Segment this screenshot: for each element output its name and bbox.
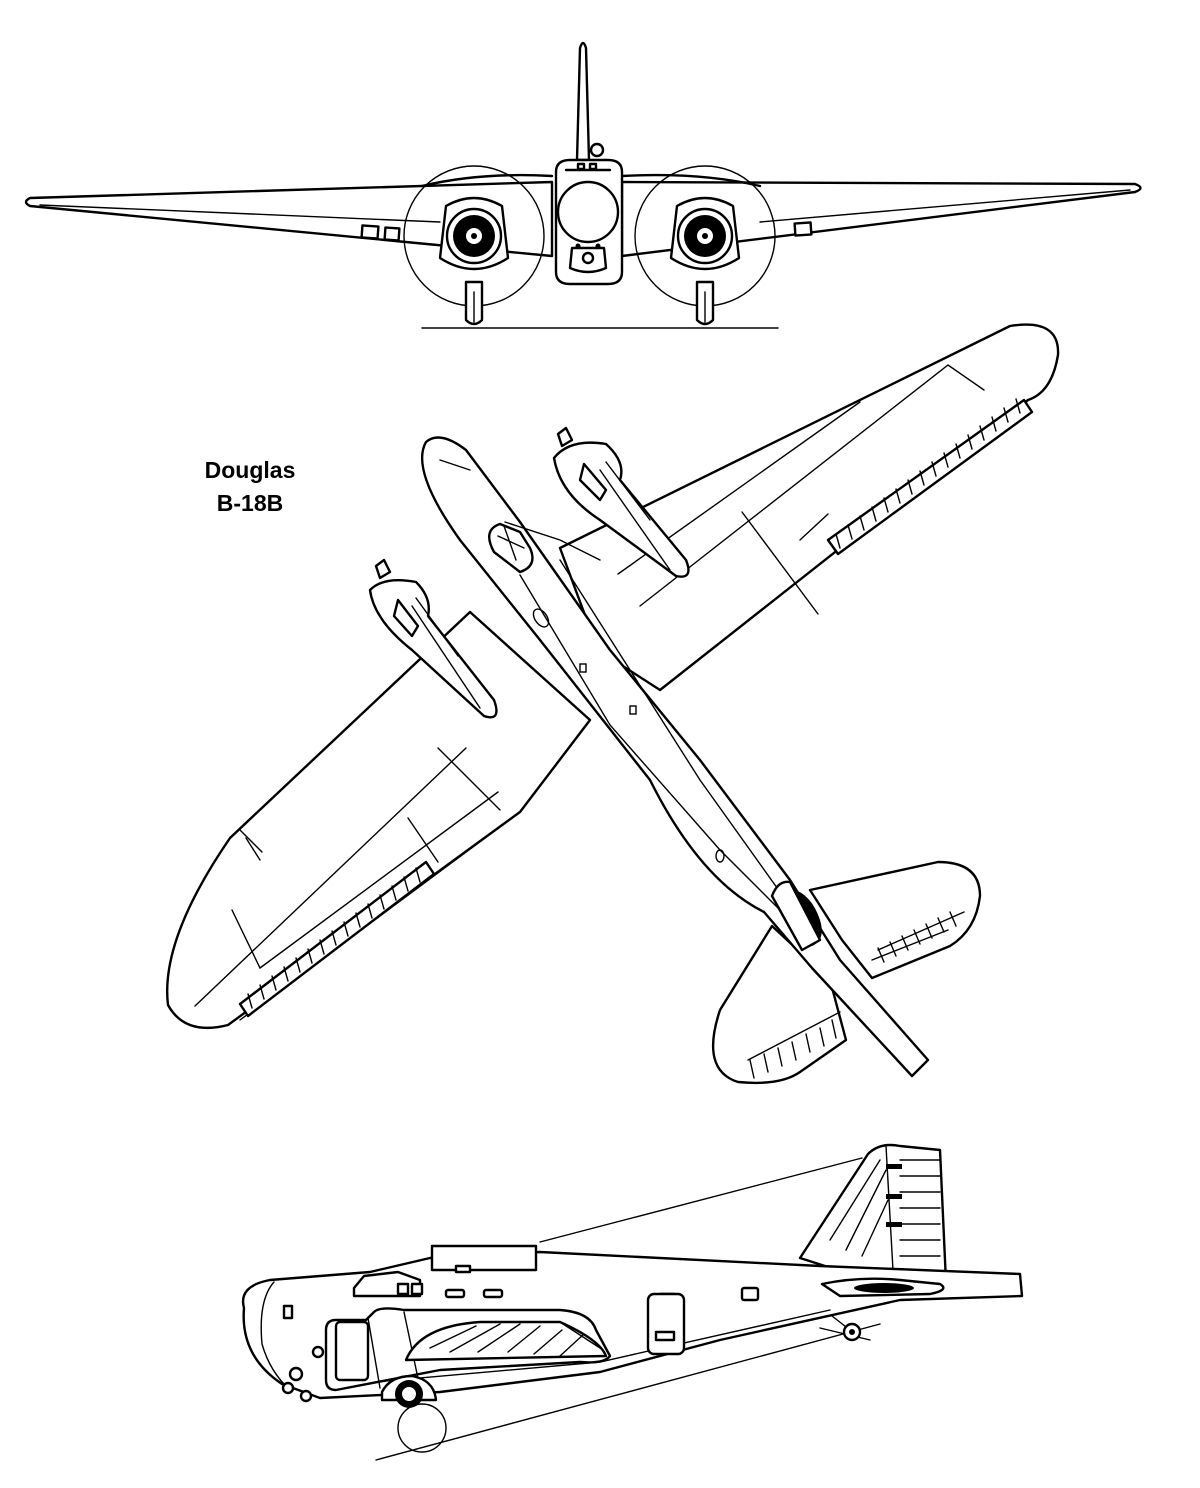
ground-line-side [375,1323,881,1461]
aircraft-title: Douglas B-18B [190,454,310,520]
antenna-wire [539,1157,863,1243]
fin-front [575,41,591,162]
engine-front-details [281,1345,325,1403]
right-stabilizer-plan [808,860,982,980]
cockpit-canopy-side [352,1270,424,1298]
fuselage-door [646,1292,686,1356]
right-engine-front [669,196,741,326]
model-designation: B-18B [216,490,284,516]
fuselage-front [554,158,624,286]
right-aileron-plan [826,398,1034,556]
tail-wheel [831,1315,862,1342]
wing-root-side [404,1320,608,1362]
tail-fin-side [798,1143,948,1292]
left-aileron-plan [238,860,436,1018]
right-nacelle-plan [552,426,690,578]
right-wing-plan [558,323,1060,692]
antenna-mast [589,142,605,158]
engine-nacelle-side [324,1307,612,1392]
cockpit-plan [488,522,534,574]
dorsal-turret [430,1244,538,1272]
manufacturer-name: Douglas [204,457,296,483]
tail-insignia-plan [770,880,822,952]
left-engine-front [438,196,510,326]
left-wing-front [24,180,554,258]
nose-side [260,1281,291,1391]
tailplane-side [820,1277,945,1298]
nose-window [282,1304,294,1320]
left-nacelle-plan [368,558,498,719]
main-landing-gear [380,1374,447,1453]
